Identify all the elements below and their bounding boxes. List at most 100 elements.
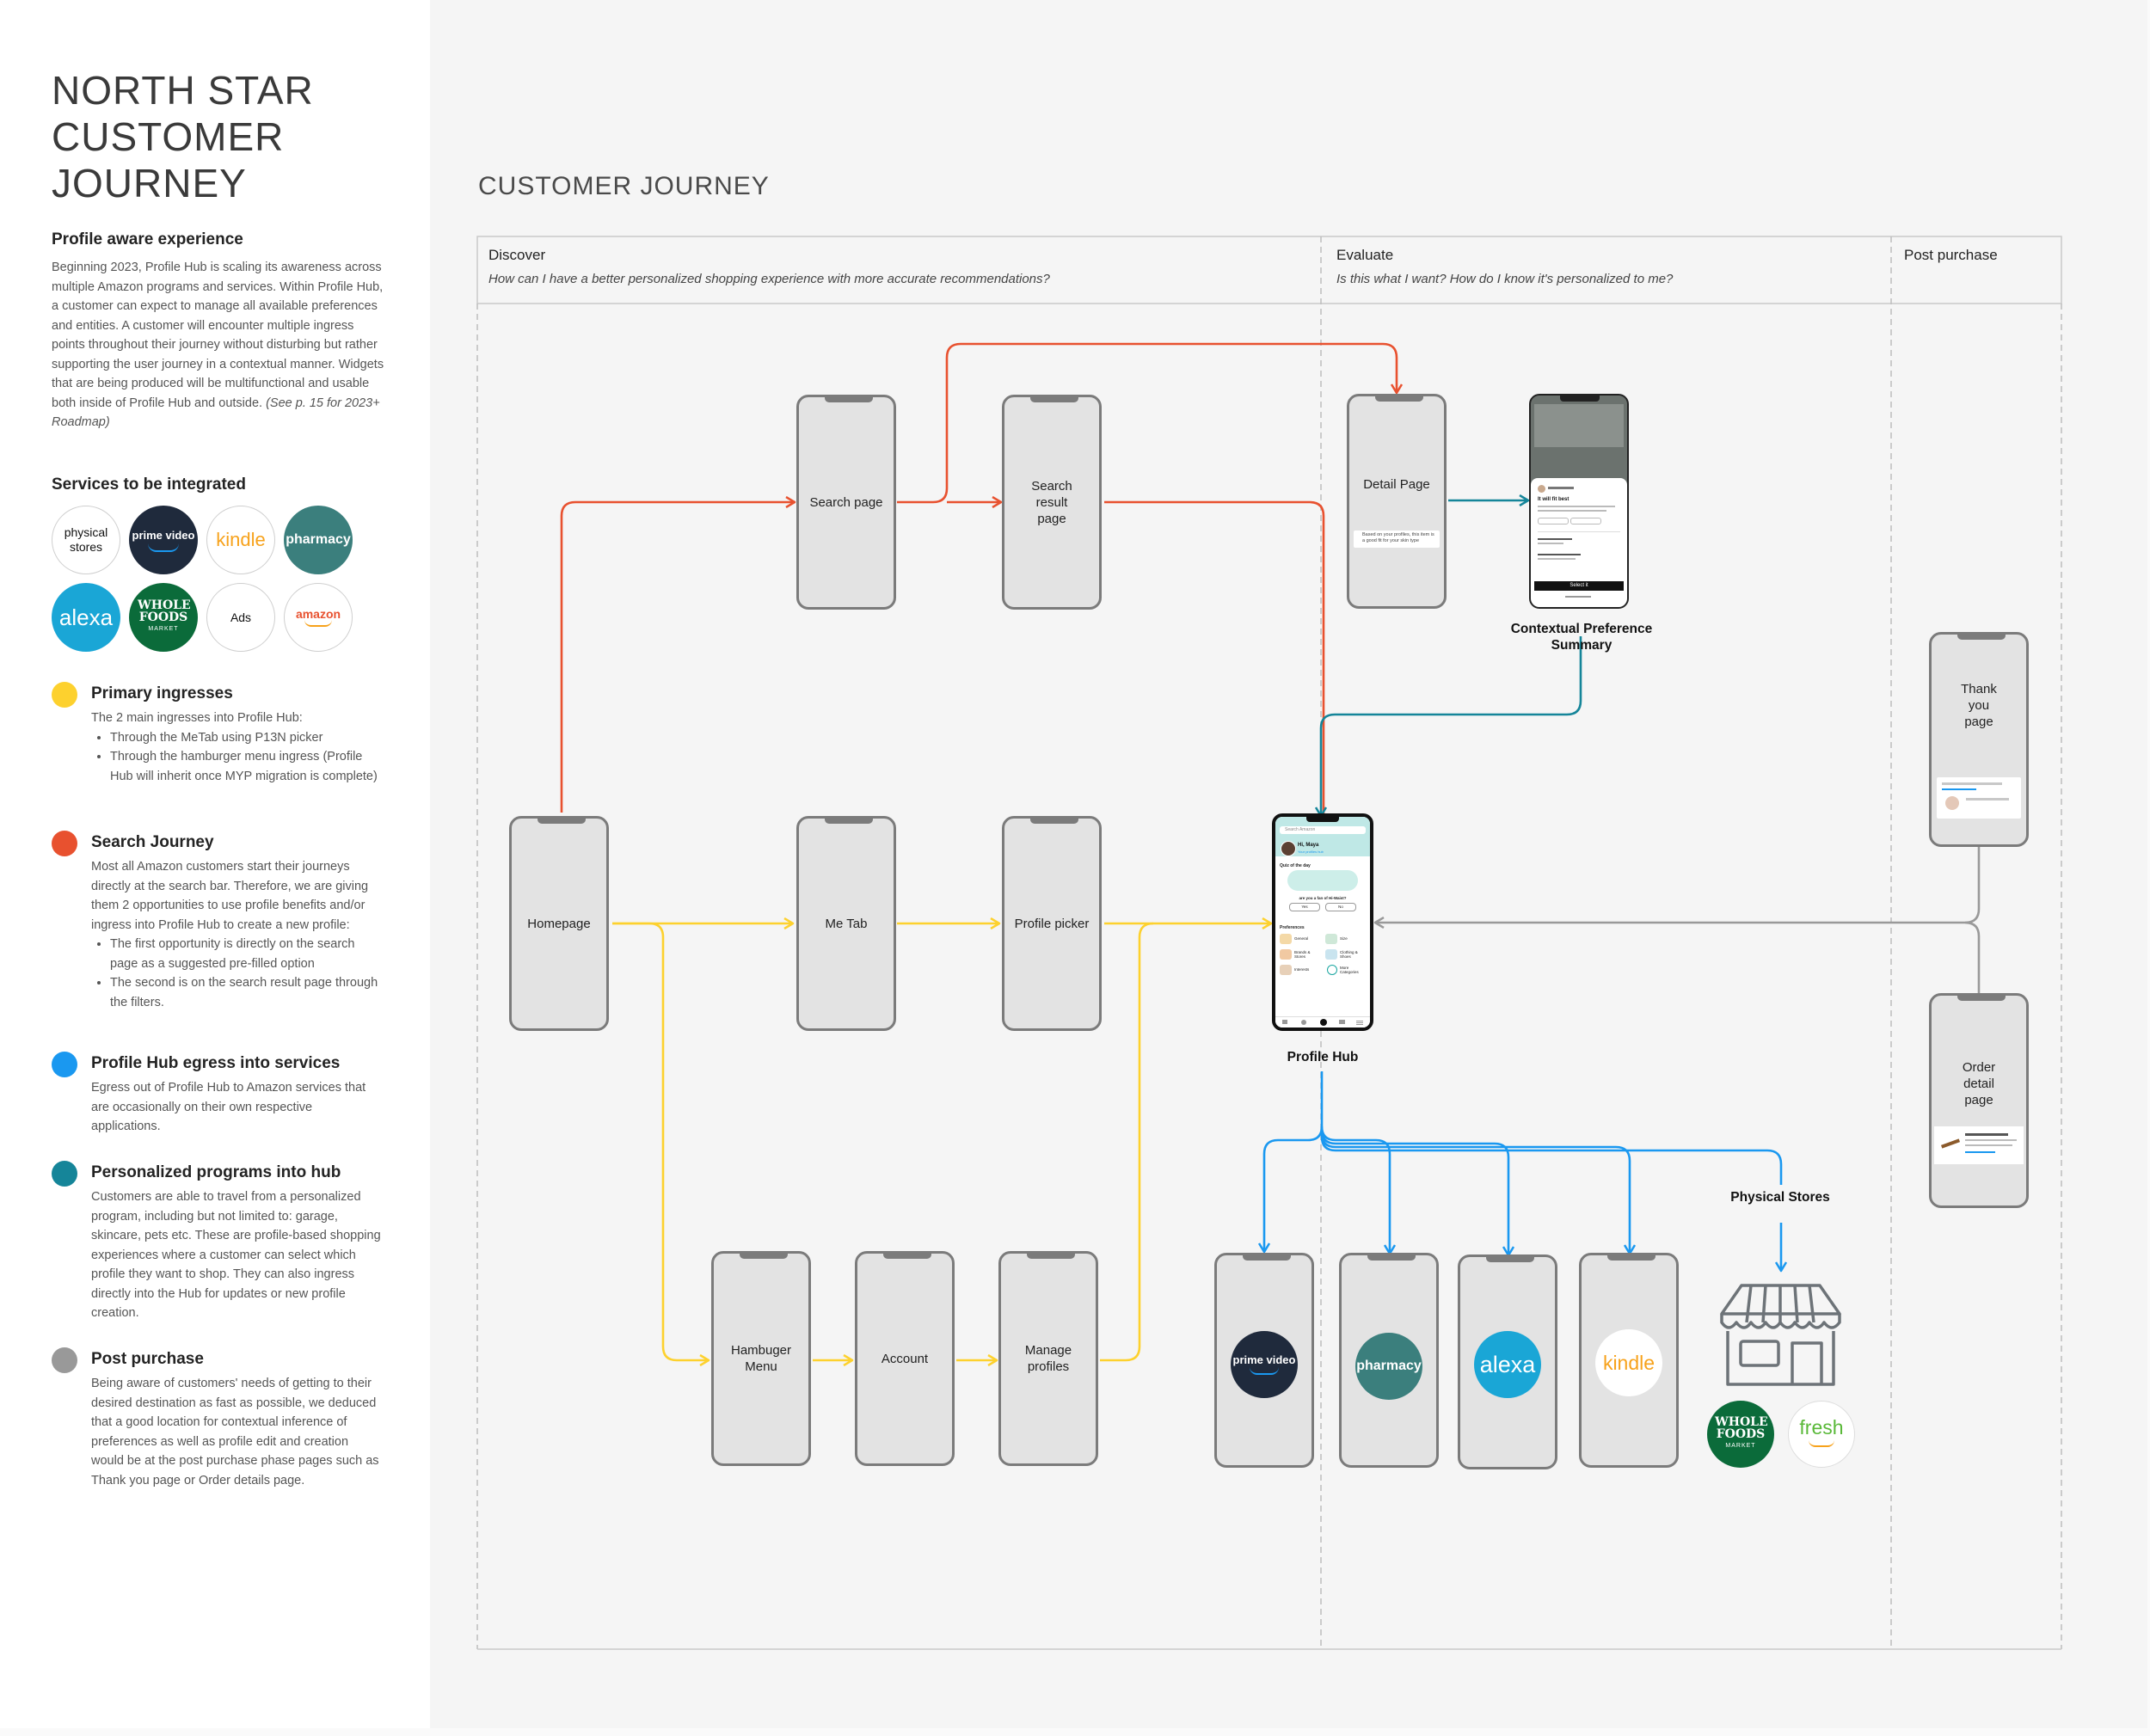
alexa-logo: alexa [52,583,120,652]
legend-text: Egress out of Profile Hub to Amazon serv… [91,1081,366,1133]
screen-search-page[interactable]: Search page [796,395,896,610]
services-heading: Services to be integrated [52,475,246,494]
kindle-label: kindle [216,529,266,550]
size-icon [1325,934,1337,944]
phase-evaluate-title: Evaluate [1336,247,1394,263]
screen-manage-profiles[interactable]: Manage profiles [998,1251,1098,1466]
intro-paragraph: Beginning 2023, Profile Hub is scaling i… [52,258,387,432]
pharmacy-label: pharmacy [286,532,351,547]
screen-label: Thank you page [1961,681,1997,729]
product-thumb-icon [1940,1138,1961,1149]
clothing-icon [1325,949,1337,960]
pharmacy-logo: pharmacy [1355,1333,1422,1400]
sheet-line [1565,596,1591,598]
pref-label[interactable]: More Categories [1340,966,1359,974]
pharmacy-logo: pharmacy [284,506,353,574]
pref-label[interactable]: Clothing & Shoes [1340,950,1358,959]
avatar [1538,485,1545,493]
screen-homepage[interactable]: Homepage [509,816,609,1031]
phone-notch [740,1251,788,1259]
legend-title: Primary ingresses [91,684,233,702]
sheet-line [1538,506,1615,507]
sheet-line [1538,543,1563,544]
home-icon[interactable] [1282,1020,1287,1024]
screen-account[interactable]: Account [855,1251,955,1466]
hub-greeting: Hi, Maya [1298,843,1319,848]
profile-hub-caption: Profile Hub [1287,1050,1359,1064]
phone-notch [1367,1253,1416,1261]
pref-label[interactable]: Brands & Stores [1294,950,1311,959]
phase-evaluate-question: Is this what I want? How do I know it's … [1336,272,1674,286]
phone-notch [1306,817,1339,822]
prime-video-label: prime video [1232,1353,1296,1366]
screen-alexa[interactable]: alexa [1458,1254,1557,1469]
phone-notch [1957,993,2006,1001]
hub-section-preferences: Preferences [1280,925,1305,930]
link-line [1965,1151,1995,1153]
amazon-logo: amazon [284,583,353,652]
screen-hamburger-menu[interactable]: Hambuger Menu [711,1251,811,1466]
screen-search-result-page[interactable]: Search result page [1002,395,1102,610]
screen-prime-video[interactable]: prime video [1214,1253,1314,1468]
screen-me-tab[interactable]: Me Tab [796,816,896,1031]
legend-bullet: The first opportunity is directly on the… [110,935,384,973]
cart-icon[interactable] [1339,1020,1345,1024]
legend-title: Personalized programs into hub [91,1163,341,1181]
quiz-no-button[interactable]: No [1325,903,1356,911]
select-button[interactable]: Select it [1534,581,1624,591]
title-line: JOURNEY [52,161,247,205]
hub-search-bar[interactable]: Search Amazon [1280,826,1366,834]
prime-video-logo: prime video [129,506,198,574]
legend-text: Being aware of customers' needs of getti… [91,1377,379,1488]
smile-icon [304,620,332,627]
legend-body: Most all Amazon customers start their jo… [91,857,384,1012]
screen-profile-picker[interactable]: Profile picker [1002,816,1102,1031]
screen-detail-page[interactable]: Detail Page Based on your profiles, this… [1347,394,1447,609]
screen-label: Search result page [1031,478,1072,526]
pharmacy-label: pharmacy [1356,1359,1422,1373]
smile-icon [1250,1367,1279,1375]
legend-text: Most all Amazon customers start their jo… [91,860,369,932]
screen-contextual-preference-summary[interactable]: It will fit best Select it [1529,394,1629,609]
phone-notch [1030,395,1078,402]
phone-notch [1030,816,1078,824]
phone-notch [825,816,873,824]
legend-dot-post [52,1347,77,1373]
ads-logo: Ads [206,583,275,652]
intro-heading: Profile aware experience [52,230,243,248]
widget-line [1965,1139,2017,1141]
screen-label: Manage profiles [1024,1343,1072,1374]
me-icon[interactable] [1301,1020,1306,1025]
phone-notch [1486,1254,1534,1262]
fresh-label: fresh [1799,1416,1844,1438]
pref-label[interactable]: Size [1340,936,1348,941]
screen-pharmacy[interactable]: pharmacy [1339,1253,1439,1468]
alexa-label: alexa [58,604,114,630]
avatar [1281,841,1296,856]
profile-icon[interactable] [1320,1019,1327,1026]
screen-profile-hub[interactable]: Search Amazon Hi, Maya Your profiles hub… [1272,813,1373,1031]
quiz-yes-button[interactable]: Yes [1289,903,1320,911]
legend-title: Profile Hub egress into services [91,1054,341,1072]
title-line: CUSTOMER [52,114,285,159]
preference-chip [1538,518,1569,524]
interests-icon [1280,965,1292,975]
profile-fit-banner: Based on your profiles, this item is a g… [1354,531,1440,548]
whole-foods-label: WHOLE FOODS [1715,1415,1768,1441]
widget-line [1966,798,2009,801]
sheet-line [1538,554,1581,555]
pref-label[interactable]: Interests [1294,967,1310,972]
smile-icon [1808,1440,1834,1447]
whole-foods-logo: WHOLE FOODS MARKET [1707,1401,1774,1468]
inference-widget [1937,777,2021,819]
pref-label[interactable]: General [1294,936,1309,941]
alexa-logo: alexa [1474,1331,1541,1398]
phase-discover-title: Discover [488,247,546,263]
whole-foods-sub: MARKET [148,626,179,632]
quiz-question: are you a fan of Hi-Waist? [1299,896,1347,900]
screen-order-detail-page[interactable]: Order detail page [1929,993,2029,1208]
screen-thank-you-page[interactable]: Thank you page [1929,632,2029,847]
board-title: NORTH STAR CUSTOMER JOURNEY [52,67,314,206]
screen-kindle[interactable]: kindle [1579,1253,1679,1468]
amazon-label: amazon [295,606,341,621]
